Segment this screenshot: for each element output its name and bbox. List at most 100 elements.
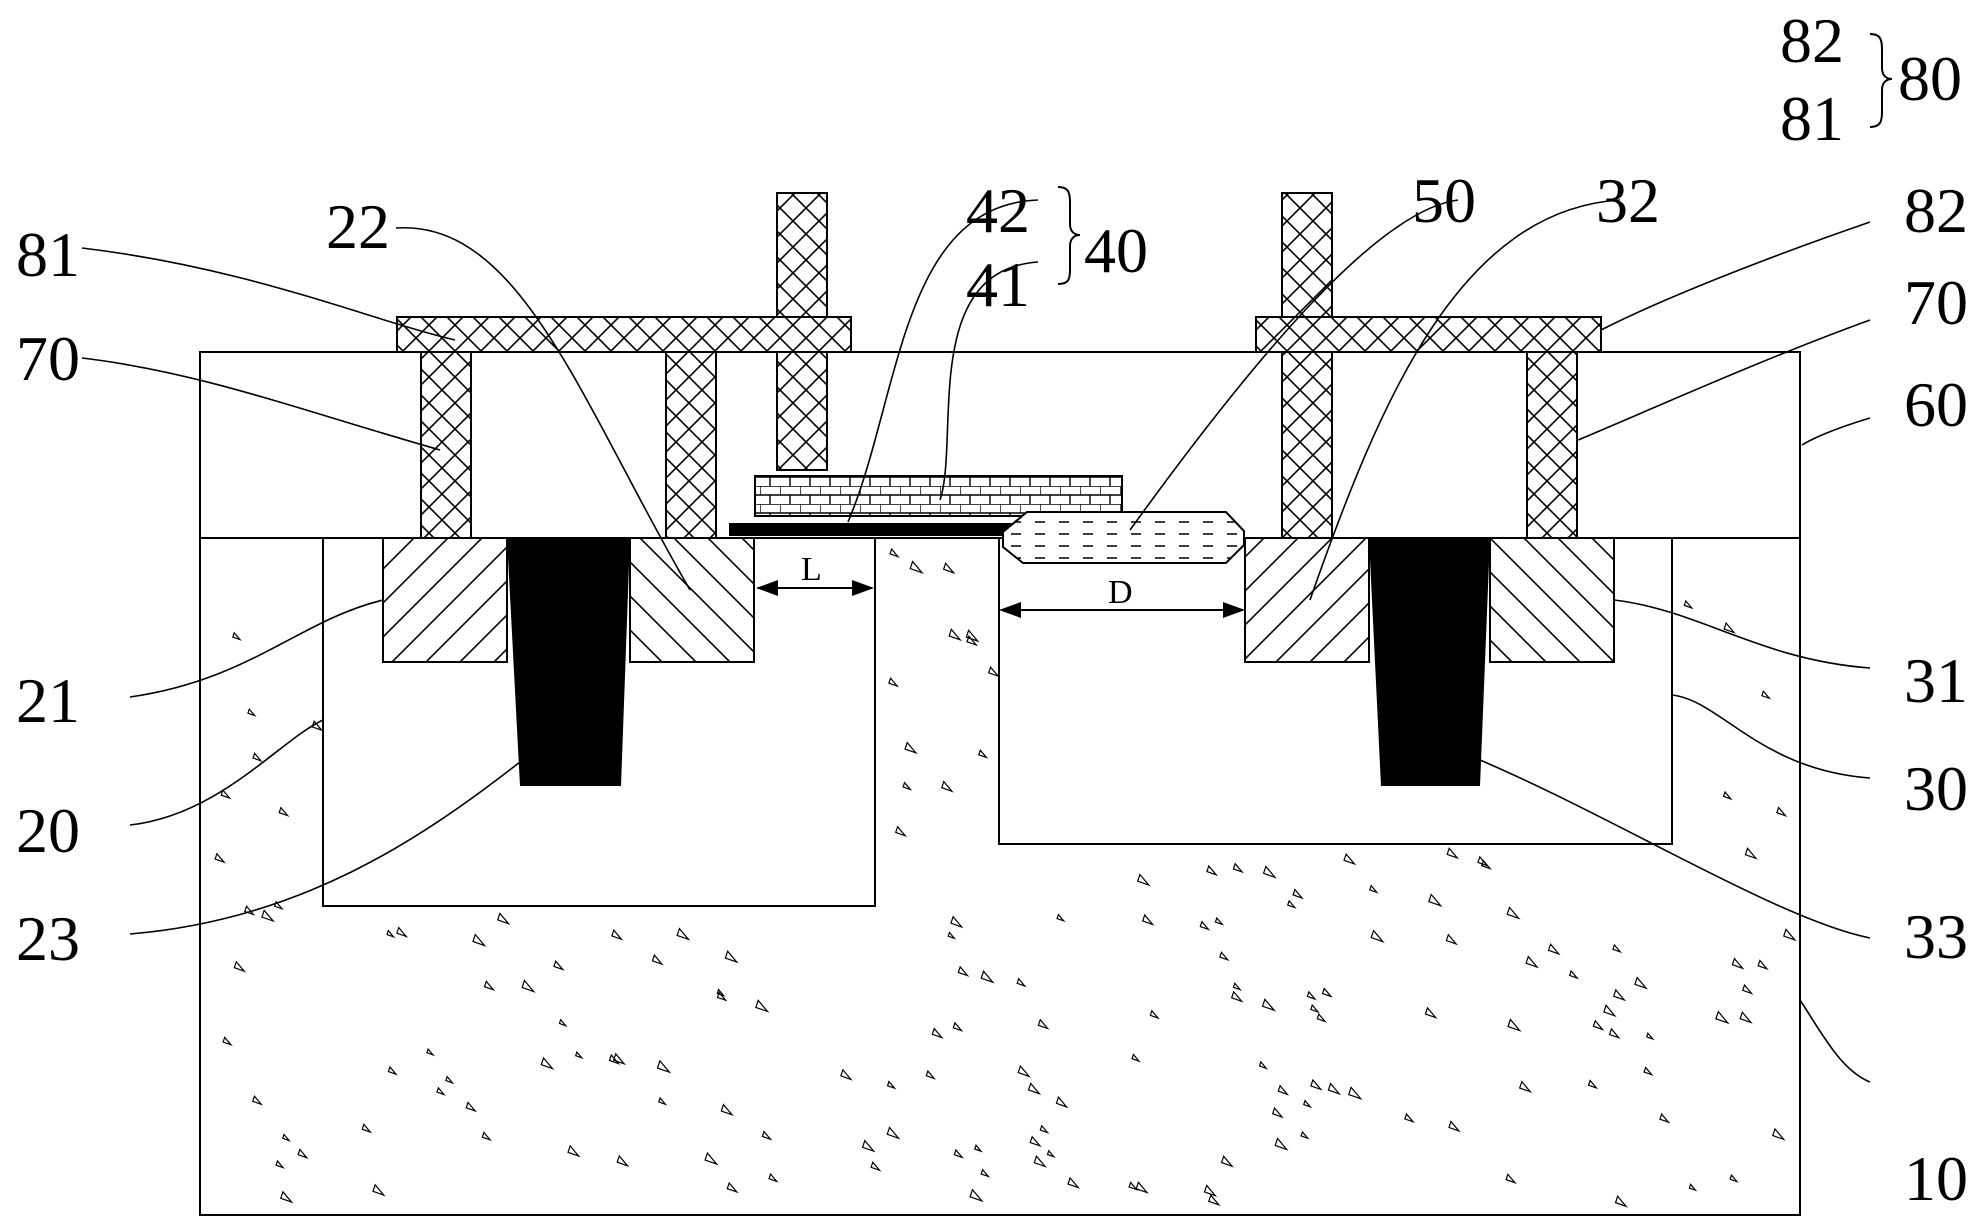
texture-mark xyxy=(1634,976,1648,990)
texture-mark xyxy=(1518,1080,1533,1094)
texture-mark xyxy=(1782,928,1797,942)
texture-mark xyxy=(311,719,324,732)
texture-mark xyxy=(1568,969,1580,980)
texture-mark xyxy=(1219,951,1230,962)
texture-mark xyxy=(1055,1096,1069,1109)
texture-mark xyxy=(1292,888,1304,900)
texture-mark xyxy=(948,628,963,642)
texture-mark xyxy=(651,953,664,966)
texture-mark xyxy=(1287,899,1297,909)
texture-mark xyxy=(931,1027,944,1039)
texture-mark xyxy=(1037,1018,1050,1030)
texture-mark xyxy=(1683,599,1694,610)
texture-mark xyxy=(1262,865,1277,879)
texture-mark xyxy=(1587,1079,1599,1090)
texture-mark xyxy=(222,1036,233,1047)
label-81-left: 81 xyxy=(16,219,80,290)
texture-mark xyxy=(232,631,242,641)
texture-mark xyxy=(465,1101,478,1113)
label-81-legend: 81 xyxy=(1780,83,1844,154)
texture-mark xyxy=(904,741,918,755)
texture-mark xyxy=(1232,982,1243,992)
label-40: 40 xyxy=(1084,215,1148,286)
texture-mark xyxy=(1761,689,1772,700)
texture-mark xyxy=(1731,957,1745,970)
label-60: 60 xyxy=(1904,369,1968,440)
texture-mark xyxy=(973,1143,983,1153)
texture-mark xyxy=(1343,852,1357,866)
texture-mark xyxy=(1688,1183,1698,1192)
texture-mark xyxy=(1723,621,1736,634)
dimension-L-label: L xyxy=(801,551,822,588)
texture-mark xyxy=(1776,806,1788,818)
texture-mark xyxy=(1141,913,1155,926)
region-31 xyxy=(1489,537,1615,663)
texture-mark xyxy=(957,965,970,977)
texture-mark xyxy=(611,928,624,941)
texture-mark xyxy=(387,1065,398,1076)
texture-mark xyxy=(1722,790,1733,801)
contact-70-a xyxy=(420,351,472,539)
label-30: 30 xyxy=(1904,753,1968,824)
texture-mark xyxy=(1739,1011,1753,1024)
region-21 xyxy=(382,537,508,663)
texture-mark xyxy=(1310,1003,1320,1014)
texture-mark xyxy=(1199,920,1211,931)
texture-mark xyxy=(1067,1176,1081,1189)
texture-mark xyxy=(861,1139,876,1153)
texture-mark xyxy=(261,909,276,923)
texture-mark xyxy=(716,988,726,997)
texture-mark xyxy=(978,749,989,759)
label-32: 32 xyxy=(1596,165,1660,236)
texture-mark xyxy=(426,1047,435,1057)
label-33: 33 xyxy=(1904,901,1968,972)
texture-mark xyxy=(1046,1149,1056,1159)
region-22 xyxy=(629,537,755,663)
texture-mark xyxy=(888,676,900,688)
texture-mark xyxy=(214,852,226,864)
texture-mark xyxy=(1306,990,1317,1001)
texture-mark xyxy=(1428,893,1443,908)
substrate-texture xyxy=(214,547,1797,1208)
texture-mark xyxy=(1424,1006,1438,1019)
texture-mark xyxy=(980,970,995,984)
texture-mark xyxy=(1448,1120,1461,1133)
texture-mark xyxy=(1027,1082,1042,1095)
texture-mark xyxy=(1206,864,1219,877)
texture-mark xyxy=(1203,1184,1218,1197)
texture-mark xyxy=(1136,873,1151,887)
texture-mark xyxy=(445,1075,455,1085)
texture-mark xyxy=(1370,929,1385,943)
texture-mark xyxy=(521,979,536,993)
texture-mark xyxy=(987,665,1000,678)
label-70-right: 70 xyxy=(1904,267,1968,338)
texture-mark xyxy=(1056,913,1066,923)
texture-mark xyxy=(761,1130,773,1141)
texture-mark xyxy=(1230,990,1244,1003)
texture-mark xyxy=(1612,988,1627,1002)
label-42: 42 xyxy=(966,175,1030,246)
texture-mark xyxy=(1645,1031,1655,1041)
texture-mark xyxy=(1277,1084,1290,1096)
label-50: 50 xyxy=(1412,165,1476,236)
texture-mark xyxy=(436,1086,446,1096)
texture-mark xyxy=(1128,1181,1139,1191)
texture-mark xyxy=(925,1069,937,1080)
brace-80 xyxy=(1869,33,1893,128)
texture-mark xyxy=(1659,1112,1671,1124)
texture-mark xyxy=(1603,1004,1617,1018)
texture-mark xyxy=(1612,943,1623,954)
contact-70-d xyxy=(1526,351,1578,539)
contact-70-c xyxy=(1281,351,1333,539)
texture-mark xyxy=(1039,1124,1050,1134)
trench-23 xyxy=(507,538,630,786)
texture-mark xyxy=(1744,847,1758,860)
dimension-L xyxy=(756,580,874,596)
label-82-right: 82 xyxy=(1904,175,1968,246)
texture-mark xyxy=(1135,1181,1149,1194)
texture-mark xyxy=(942,562,956,575)
texture-mark xyxy=(1271,1106,1284,1119)
texture-mark xyxy=(1608,1027,1621,1040)
texture-mark xyxy=(281,1133,292,1142)
